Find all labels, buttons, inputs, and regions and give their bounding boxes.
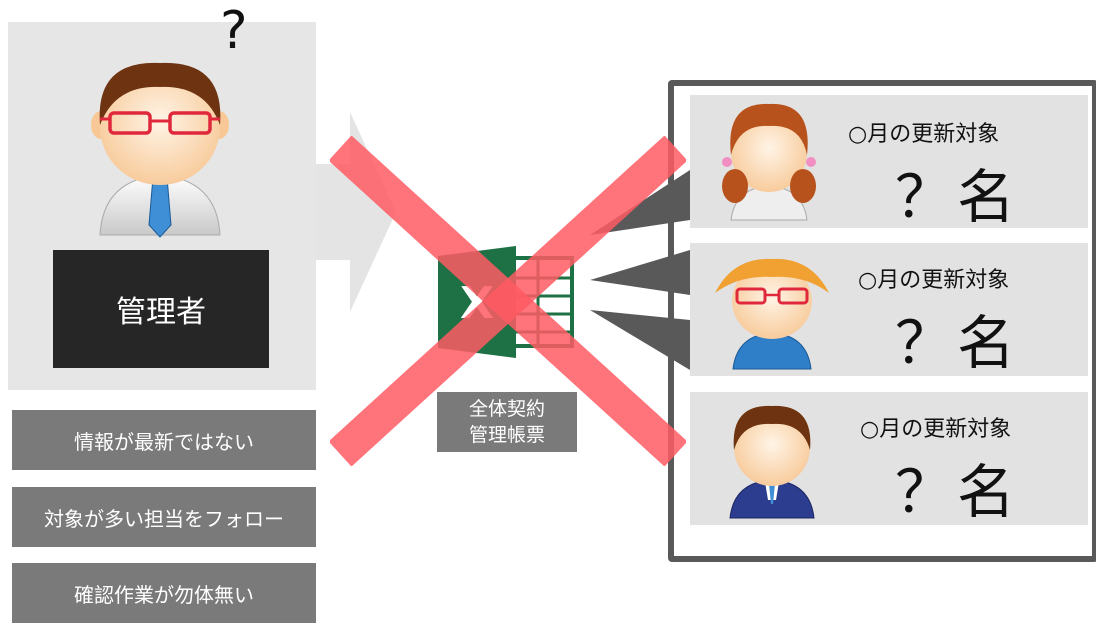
question-mark: ? xyxy=(220,1,248,61)
issue-box-outdated: 情報が最新ではない xyxy=(12,410,316,470)
staff-card-title: ○月の更新対象 xyxy=(860,417,1012,442)
ledger-caption: 全体契約 管理帳票 xyxy=(437,392,577,452)
staff-male-avatar-icon xyxy=(729,405,815,519)
staff-card-count: ？名 xyxy=(895,458,1020,526)
staff-card-count: ？名 xyxy=(895,309,1020,377)
cross-mark-icon xyxy=(330,136,686,466)
ledger-caption-line2: 管理帳票 xyxy=(468,424,545,446)
arrow-right-icon xyxy=(316,112,396,312)
manager-label: 管理者 xyxy=(53,250,269,368)
staff-glasses-avatar-icon xyxy=(715,258,829,370)
speech-pointers xyxy=(590,170,690,370)
issue-box-wasteful: 確認作業が勿体無い xyxy=(12,563,316,623)
manager-avatar-icon xyxy=(91,62,229,238)
ledger-caption-line1: 全体契約 xyxy=(468,398,545,420)
staff-card-title: ○月の更新対象 xyxy=(848,122,1000,147)
issue-box-followup: 対象が多い担当をフォロー xyxy=(12,487,316,547)
staff-card-count: ？名 xyxy=(895,163,1020,231)
staff-card-title: ○月の更新対象 xyxy=(858,268,1010,293)
staff-female-avatar-icon xyxy=(722,103,816,221)
